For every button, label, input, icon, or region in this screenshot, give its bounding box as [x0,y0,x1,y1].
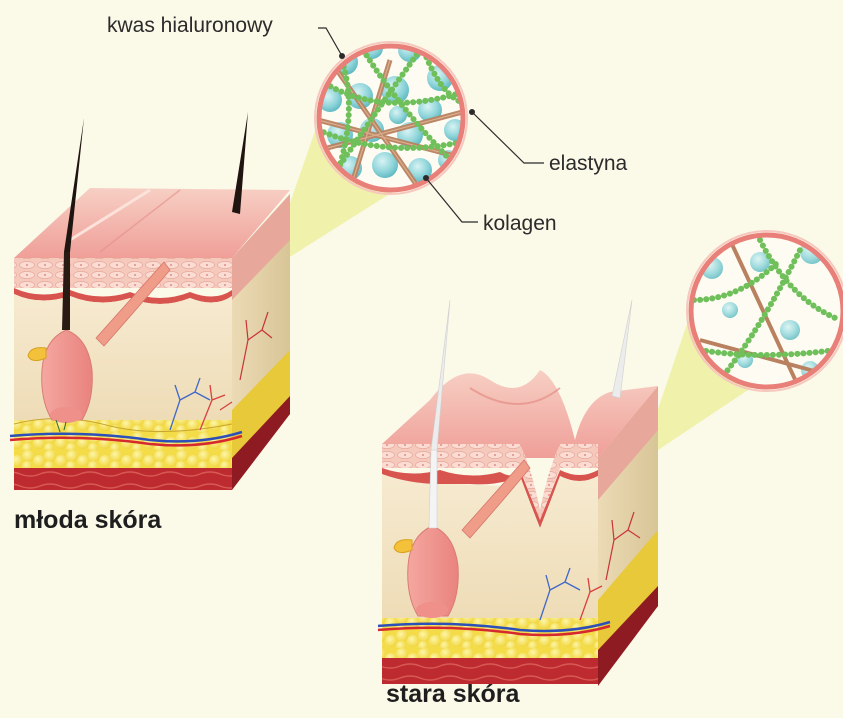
young-magnifier [313,37,470,194]
young-skin-block [10,112,290,490]
old-skin-label: stara skóra [386,682,519,707]
elastin-label: elastyna [549,153,627,174]
young-skin-label: młoda skóra [14,508,161,533]
old-skin-block [378,300,658,686]
collagen-label: kolagen [483,213,557,234]
old-magnifier [687,231,843,391]
hyaluronic-acid-label: kwas hialuronowy [107,15,273,36]
